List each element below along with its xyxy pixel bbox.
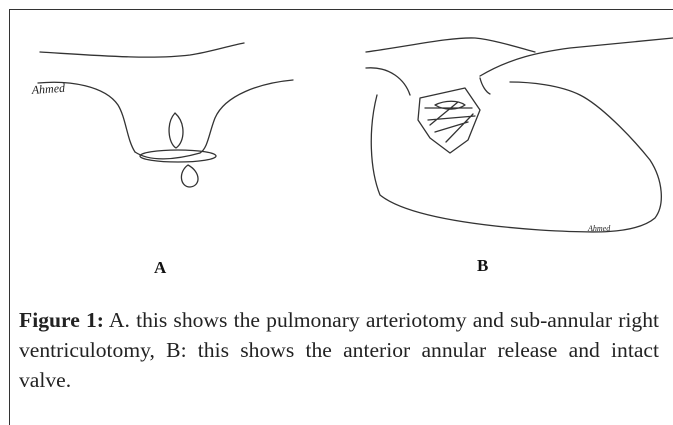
signature-b-text: Ahmed bbox=[587, 224, 611, 233]
signature-a-text: Ahmed bbox=[30, 81, 66, 97]
panel-b-valve-outline bbox=[418, 88, 480, 153]
caption-lead: Figure 1: bbox=[19, 308, 104, 332]
panel-a-annulus-ring bbox=[140, 150, 216, 162]
figure-caption: Figure 1: A. this shows the pulmonary ar… bbox=[19, 305, 659, 395]
panel-b-valve-leaflets bbox=[425, 102, 475, 142]
panel-a-label: A bbox=[154, 258, 166, 278]
panel-b-label: B bbox=[477, 256, 488, 276]
signature-a: Ahmed bbox=[30, 81, 66, 97]
caption-text: A. this shows the pulmonary arteriotomy … bbox=[19, 308, 659, 392]
panel-a-arteriotomy bbox=[169, 113, 183, 148]
panel-b-top-left-arc bbox=[366, 38, 535, 52]
panel-b-ventricle-outline bbox=[371, 82, 661, 232]
panel-a-ventriculotomy bbox=[181, 165, 198, 187]
signature-b: Ahmed bbox=[587, 224, 611, 233]
panel-b-left-arm bbox=[366, 68, 410, 95]
panel-a-drawing bbox=[38, 43, 293, 187]
panel-b-drawing bbox=[366, 38, 673, 232]
panel-b-right-arm bbox=[480, 78, 490, 94]
panel-a-right-wall bbox=[200, 80, 293, 153]
panel-a-upper-curve bbox=[40, 43, 244, 57]
figure-sketch: Ahmed Ahmed bbox=[10, 10, 673, 295]
panel-b-top-right-arc bbox=[480, 38, 673, 76]
